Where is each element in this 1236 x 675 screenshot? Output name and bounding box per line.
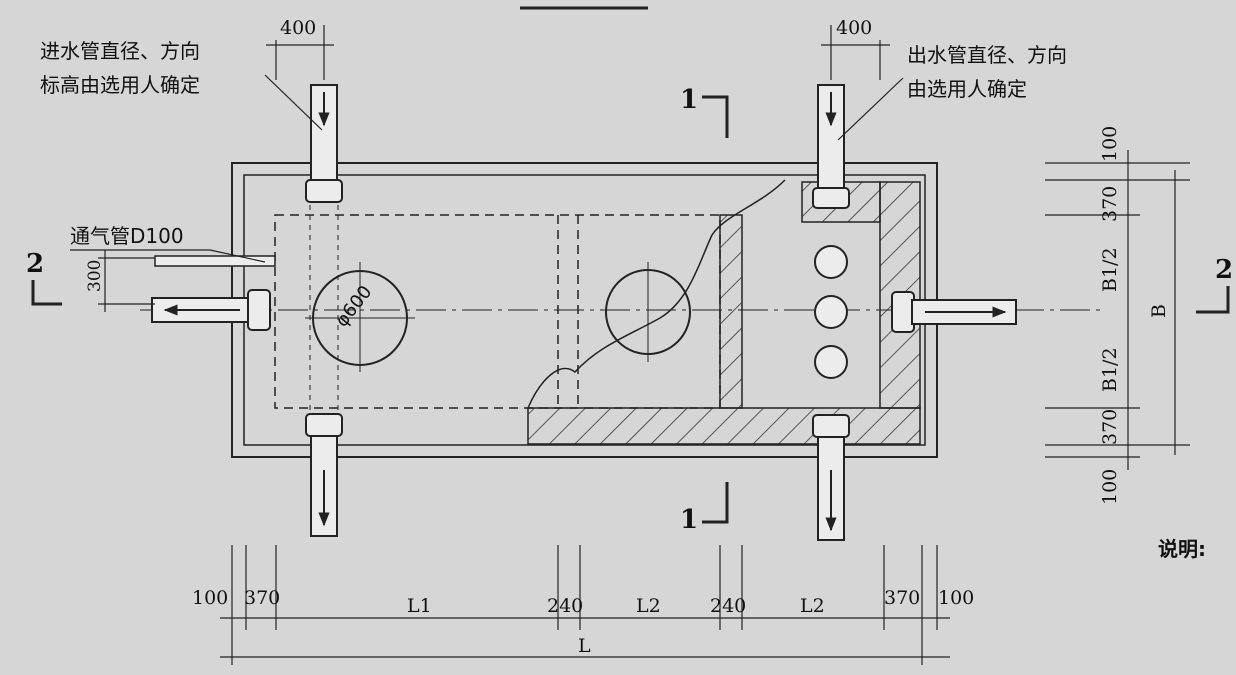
outlet-note-line2: 由选用人确定 [907,77,1027,101]
dim-bottom-l1: L1 [407,595,432,617]
dim-bottom-100-left: 100 [192,587,228,609]
dim-bottom-370-right: 370 [884,587,920,609]
inlet-offset-label: 400 [280,17,316,39]
dashed-chamber [274,214,721,409]
section-1-top-marker [702,95,729,138]
section-2-right-label: 2 [1215,255,1233,285]
dim-right-b1-2-bottom: B1/2 [1099,347,1121,392]
inlet-leader [264,74,323,131]
inlet-pipe [305,84,343,537]
section-2-left-label: 2 [26,249,44,279]
dim-right-100-top: 100 [1099,126,1121,162]
dim-bottom-240-right: 240 [710,595,746,617]
bottom-dim-lines [220,545,950,665]
right-dim-labels: 100 370 B1/2 B1/2 370 100 B [1099,126,1170,505]
dim-bottom-100-right: 100 [938,587,974,609]
vent-300-dim [98,250,155,312]
inlet-note-line1: 进水管直径、方向 [40,39,200,63]
outlet-leader [837,77,904,141]
dim-bottom-l2-right: L2 [800,595,825,617]
dim-right-total-b: B [1148,304,1170,318]
inlet-400-dim [266,25,334,80]
inlet-horizontal-pipe [151,289,271,331]
right-dim-lines [1045,150,1190,470]
outlet-offset-label: 400 [836,17,872,39]
dim-bottom-l2-left: L2 [636,595,661,617]
break-line [527,179,786,409]
hatched-walls [527,181,921,445]
section-2-right-marker [1196,286,1230,314]
outlet-pipe [812,84,850,541]
bottom-dim-labels: 100 370 L1 240 L2 240 L2 370 100 L [192,587,974,657]
dim-bottom-370-left: 370 [244,587,280,609]
dim-right-100-bottom: 100 [1099,469,1121,505]
inlet-note-line2: 标高由选用人确定 [40,73,200,97]
dim-bottom-240-left: 240 [547,595,583,617]
manhole-middle [605,262,691,362]
section-1-top-label: 1 [680,85,698,115]
section-1-bottom-label: 1 [680,505,698,535]
outlet-horizontal-pipe [891,291,1017,333]
dim-right-b1-2-top: B1/2 [1099,247,1121,292]
vent-leader [209,249,266,263]
section-2-left-marker [31,280,62,306]
vent-pipe-label: 通气管D100 [70,224,184,248]
dim-right-370-bottom: 370 [1099,409,1121,445]
section-1-bottom-marker [702,482,729,524]
notes-label: 说明: [1158,537,1206,561]
dim-right-370-top: 370 [1099,186,1121,222]
outlet-note-line1: 出水管直径、方向 [907,43,1067,67]
outlet-400-dim [821,25,890,80]
vent-height-label: 300 [85,260,105,292]
manhole-left [305,262,415,372]
dim-bottom-total-l: L [578,635,591,657]
vent-pipe [154,255,276,267]
